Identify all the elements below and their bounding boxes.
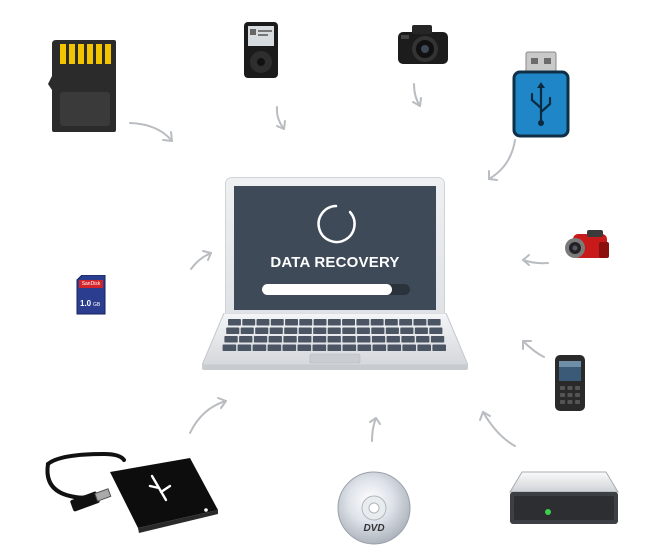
arrow-from-ipod bbox=[275, 106, 286, 130]
sd-card-body bbox=[76, 275, 106, 315]
keyboard-key bbox=[298, 327, 312, 334]
keyboard-key bbox=[297, 344, 312, 351]
keyboard-key bbox=[356, 319, 370, 326]
sd-card-icon: SanDisk 1.0 GB bbox=[76, 275, 106, 315]
dvd-label: DVD bbox=[363, 523, 385, 534]
arrow-from-micro-sd bbox=[129, 122, 173, 142]
keyboard-key bbox=[267, 344, 282, 351]
keyboard-key bbox=[237, 344, 252, 351]
keyboard-key bbox=[268, 336, 282, 343]
keyboard-key bbox=[255, 327, 269, 334]
keyboard-key bbox=[429, 327, 443, 334]
keyboard-key bbox=[312, 336, 327, 343]
keyboard-key bbox=[283, 336, 297, 343]
keyboard-key bbox=[342, 336, 356, 343]
keyboard-key bbox=[327, 319, 341, 326]
keyboard-key bbox=[285, 319, 298, 326]
arrow-from-internal-drive bbox=[479, 411, 516, 447]
keyboard-key bbox=[342, 319, 355, 326]
ipod-icon bbox=[244, 22, 278, 78]
keyboard-key bbox=[387, 344, 402, 351]
sd-card-capacity: 1.0 bbox=[80, 299, 92, 308]
keyboard-key bbox=[413, 319, 427, 326]
sd-card-capacity-unit: GB bbox=[93, 302, 101, 308]
screen-display: DATA RECOVERY bbox=[234, 186, 436, 310]
keyboard-key bbox=[402, 344, 416, 351]
arrow-from-sd-card bbox=[190, 250, 212, 270]
keyboard-key bbox=[427, 319, 441, 326]
keyboard-key bbox=[313, 327, 327, 334]
arrow-from-phone bbox=[522, 340, 545, 358]
keyboard-key bbox=[371, 327, 385, 334]
keyboard-key bbox=[416, 336, 430, 343]
dvd-disc-icon: DVD bbox=[336, 470, 412, 546]
loading-spinner-icon bbox=[317, 204, 356, 244]
keyboard-key bbox=[270, 319, 284, 326]
keyboard-key bbox=[298, 336, 312, 343]
micro-sd-card-icon bbox=[48, 40, 116, 132]
keyboard-key bbox=[313, 319, 327, 326]
arrow-from-external-hdd bbox=[189, 397, 227, 434]
keyboard-key bbox=[284, 327, 298, 334]
laptop-screen: DATA RECOVERY bbox=[226, 178, 444, 314]
keyboard-key bbox=[417, 344, 431, 351]
sd-card-brand: SanDisk bbox=[81, 281, 101, 287]
camera-icon bbox=[398, 25, 448, 64]
keyboard-key bbox=[327, 344, 342, 351]
keyboard-key bbox=[327, 327, 341, 334]
keyboard-keys bbox=[222, 319, 446, 351]
internal-drive-icon bbox=[509, 471, 619, 524]
keyboard-key bbox=[282, 344, 297, 351]
arrow-from-camcorder bbox=[522, 254, 549, 266]
arrow-from-dvd bbox=[369, 417, 381, 442]
arrow-from-usb bbox=[488, 139, 516, 181]
dvd-disc-body bbox=[337, 471, 411, 545]
keyboard-key bbox=[399, 319, 413, 326]
keyboard-key bbox=[432, 344, 446, 351]
keyboard-key bbox=[384, 319, 398, 326]
usb-flash-drive-icon bbox=[512, 51, 570, 138]
keyboard-key bbox=[401, 336, 415, 343]
keyboard-key bbox=[356, 327, 370, 334]
keyboard-key bbox=[226, 327, 240, 334]
keyboard-key bbox=[370, 319, 384, 326]
keyboard-key bbox=[371, 336, 386, 343]
keyboard-key bbox=[357, 344, 372, 351]
progress-fill bbox=[262, 284, 392, 295]
keyboard-key bbox=[269, 327, 283, 334]
keyboard-key bbox=[299, 319, 313, 326]
keyboard-key bbox=[342, 344, 357, 351]
mobile-phone-icon bbox=[555, 355, 585, 411]
keyboard-key bbox=[239, 336, 253, 343]
keyboard-key bbox=[430, 336, 445, 343]
keyboard-key bbox=[312, 344, 327, 351]
keyboard-key bbox=[253, 336, 268, 343]
keyboard-key bbox=[400, 327, 414, 334]
screen-title: DATA RECOVERY bbox=[270, 254, 400, 271]
keyboard-key bbox=[222, 344, 237, 351]
arrow-from-camera bbox=[412, 83, 422, 107]
keyboard-key bbox=[386, 336, 400, 343]
keyboard-key bbox=[256, 319, 270, 326]
keyboard-key bbox=[327, 336, 341, 343]
external-hard-drive-icon bbox=[45, 451, 218, 533]
keyboard-key bbox=[357, 336, 371, 343]
keyboard-key bbox=[414, 327, 428, 334]
camcorder-icon bbox=[565, 230, 609, 258]
keyboard-key bbox=[228, 319, 241, 326]
keyboard-key bbox=[224, 336, 238, 343]
laptop-keyboard-base bbox=[202, 313, 468, 370]
keyboard-key bbox=[252, 344, 267, 351]
keyboard-key bbox=[242, 319, 256, 326]
keyboard-key bbox=[342, 327, 356, 334]
keyboard-key bbox=[372, 344, 387, 351]
progress-bar bbox=[262, 284, 410, 295]
keyboard-key bbox=[240, 327, 254, 334]
keyboard-key bbox=[385, 327, 399, 334]
touchpad bbox=[309, 353, 361, 364]
